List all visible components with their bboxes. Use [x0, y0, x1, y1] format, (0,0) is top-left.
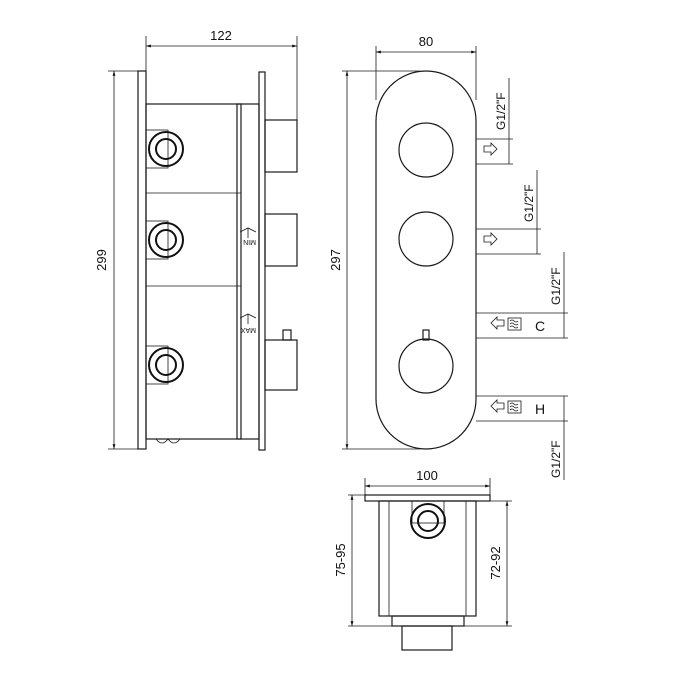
side-knob-top — [264, 119, 298, 173]
outlet-2-arrow-icon — [483, 232, 498, 246]
max-stop-mark: MAX — [239, 313, 257, 333]
inlet-hot: H G1/2"F — [476, 395, 568, 480]
side-port-top — [145, 129, 184, 169]
inlet-hot-thread: G1/2"F — [549, 440, 563, 478]
outlet-1: G1/2"F — [476, 78, 513, 165]
inlet-cold-label: C — [535, 318, 545, 334]
top-port — [410, 500, 446, 539]
svg-text:MAX: MAX — [241, 326, 257, 333]
front-knob-middle — [398, 211, 454, 267]
inlet-hot-label: H — [535, 401, 545, 417]
dim-top-depth-left-label: 75-95 — [333, 543, 348, 576]
front-view: 80 297 G1/2"F G1/2"F — [328, 34, 568, 480]
dim-top-depth-right: 72-92 — [464, 500, 512, 627]
front-knob-bottom — [398, 338, 454, 394]
dim-front-height: 297 — [328, 70, 420, 450]
side-plate — [137, 70, 147, 450]
top-body — [378, 500, 477, 617]
svg-text:MIN: MIN — [243, 238, 256, 245]
hot-water-icon — [507, 400, 522, 414]
side-body — [145, 103, 242, 440]
cold-water-icon — [507, 317, 522, 331]
dim-side-height-label: 299 — [94, 249, 109, 271]
dim-top-depth-left: 75-95 — [333, 494, 392, 627]
inlet-cold-thread: G1/2"F — [549, 267, 563, 305]
dim-top-depth-right-label: 72-92 — [488, 546, 503, 579]
side-knob-middle — [264, 213, 298, 267]
inlet-hot-arrow-icon — [490, 399, 505, 413]
dim-side-width-label: 122 — [210, 28, 232, 43]
side-port-bottom — [145, 345, 184, 385]
inlet-cold: C G1/2"F — [476, 252, 568, 339]
outlet-1-arrow-icon — [483, 142, 498, 156]
dim-front-width: 80 — [375, 34, 477, 100]
top-cover-plate — [364, 494, 491, 502]
side-cover-plate — [258, 71, 266, 451]
front-knob-top — [398, 122, 454, 178]
side-port-middle — [145, 220, 184, 260]
dim-side-width: 122 — [145, 28, 298, 120]
dim-front-height-label: 297 — [328, 249, 343, 271]
inlet-cold-arrow-icon — [490, 316, 505, 330]
dim-front-width-label: 80 — [419, 34, 433, 49]
top-view: 100 75-95 72-92 — [333, 468, 512, 651]
outlet-1-thread: G1/2"F — [494, 92, 508, 130]
side-view: MIN MAX 122 299 — [94, 28, 298, 451]
outlet-2-thread: G1/2"F — [522, 184, 536, 222]
dim-top-width: 100 — [364, 468, 491, 495]
outlet-2: G1/2"F — [476, 170, 541, 255]
front-plate — [375, 70, 477, 450]
top-knob — [401, 625, 453, 651]
min-stop-mark: MIN — [239, 227, 257, 245]
side-sleeve — [236, 103, 260, 440]
dim-top-width-label: 100 — [416, 468, 438, 483]
dim-side-height: 299 — [94, 70, 138, 450]
side-knob-bottom — [264, 339, 298, 391]
